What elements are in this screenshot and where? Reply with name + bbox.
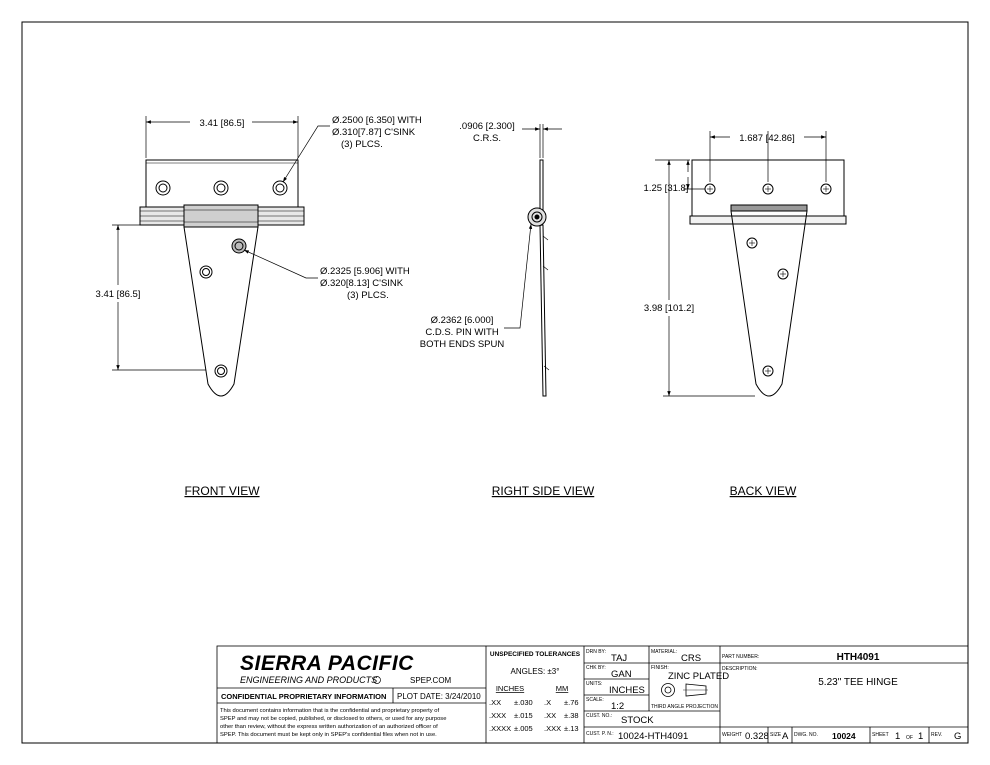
front-note-top: Ø.2500 [6.350] WITH Ø.310[7.87] C'SINK (… (332, 115, 422, 150)
svg-text:5.23" TEE HINGE: 5.23" TEE HINGE (818, 677, 898, 688)
svg-text:TAJ: TAJ (611, 653, 627, 664)
front-view-title: FRONT VIEW (184, 484, 260, 498)
back-leaf-dim: 1.25 [31.8] (644, 183, 689, 194)
svg-text:A: A (782, 731, 789, 742)
svg-text:CUST. P. N.:: CUST. P. N.: (586, 731, 614, 737)
svg-text:±.015: ±.015 (514, 711, 533, 720)
svg-text:REV.: REV. (931, 732, 942, 738)
svg-text:Ø.2500 [6.350] WITH: Ø.2500 [6.350] WITH (332, 115, 422, 126)
svg-text:CUST. NO.:: CUST. NO.: (586, 713, 612, 719)
tolerances-rows: .XX ±.030 .X ±.76 .XXX ±.015 .XX ±.38 .X… (489, 698, 579, 733)
svg-text:.XXX: .XXX (544, 724, 561, 733)
svg-text:GAN: GAN (611, 669, 632, 680)
svg-text:±.005: ±.005 (514, 724, 533, 733)
svg-text:C.D.S. PIN WITH: C.D.S. PIN WITH (425, 327, 499, 338)
svg-text:C.R.S.: C.R.S. (473, 133, 501, 144)
svg-text:±.76: ±.76 (564, 698, 579, 707)
back-view (655, 131, 847, 397)
svg-text:CRS: CRS (681, 653, 701, 664)
svg-text:SPEP. This document must be ke: SPEP. This document must be kept only in… (220, 732, 437, 738)
svg-text:1:2: 1:2 (611, 701, 624, 712)
front-view (112, 116, 330, 397)
svg-text:MATERIAL:: MATERIAL: (651, 649, 677, 655)
svg-text:other than review, without the: other than review, without the express w… (220, 724, 438, 730)
svg-text:WEIGHT: WEIGHT (722, 732, 742, 738)
svg-text:±.030: ±.030 (514, 698, 533, 707)
svg-text:.XX: .XX (489, 698, 501, 707)
title-block (216, 645, 969, 744)
svg-text:THIRD ANGLE PROJECTION: THIRD ANGLE PROJECTION (651, 704, 718, 710)
svg-text:CHK BY:: CHK BY: (586, 665, 606, 671)
svg-text:10024: 10024 (832, 731, 856, 741)
svg-text:PART NUMBER:: PART NUMBER: (722, 654, 759, 660)
plot-date: PLOT DATE: 3/24/2010 (397, 692, 481, 701)
side-thickness-dim: .0906 [2.300] C.R.S. (459, 121, 514, 144)
svg-text:10024-HTH4091: 10024-HTH4091 (618, 731, 688, 742)
back-hole-spacing-dim: 1.687 [42.86] (739, 133, 794, 144)
svg-text:Ø.2362 [6.000]: Ø.2362 [6.000] (431, 315, 494, 326)
svg-text:This document contains informa: This document contains information that … (220, 708, 440, 714)
svg-text:±.38: ±.38 (564, 711, 579, 720)
svg-text:(3) PLCS.: (3) PLCS. (347, 290, 389, 301)
svg-text:±.13: ±.13 (564, 724, 579, 733)
company-subtitle: ENGINEERING AND PRODUCTS (240, 675, 377, 685)
svg-text:0.328: 0.328 (745, 731, 769, 742)
tolerances-heading: UNSPECIFIED TOLERANCES (490, 651, 581, 658)
svg-text:.XX: .XX (544, 711, 556, 720)
svg-text:.X: .X (544, 698, 551, 707)
svg-text:SHEET: SHEET (872, 732, 889, 738)
svg-text:.XXXX: .XXXX (489, 724, 511, 733)
svg-text:.0906 [2.300]: .0906 [2.300] (459, 121, 514, 132)
svg-text:1: 1 (918, 731, 923, 742)
front-strap-holes (199, 238, 247, 378)
front-top-holes (155, 180, 288, 196)
svg-text:FINISH:: FINISH: (651, 665, 669, 671)
back-holes (704, 183, 832, 377)
svg-text:BOTH ENDS SPUN: BOTH ENDS SPUN (420, 339, 505, 350)
tolerances-mm-label: MM (556, 684, 569, 693)
right-side-view (504, 124, 562, 397)
svg-text:SIZE: SIZE (770, 732, 782, 738)
svg-text:INCHES: INCHES (609, 685, 645, 696)
svg-text:ZINC PLATED: ZINC PLATED (668, 671, 729, 682)
front-height-dim: 3.41 [86.5] (96, 289, 141, 300)
back-strap (730, 210, 808, 397)
svg-text:Ø.2325 [5.906] WITH: Ø.2325 [5.906] WITH (320, 266, 410, 277)
svg-text:Ø.320[8.13] C'SINK: Ø.320[8.13] C'SINK (320, 278, 404, 289)
confidential-label: CONFIDENTIAL PROPRIETARY INFORMATION (221, 692, 386, 701)
tolerances-inches-label: INCHES (496, 684, 524, 693)
company-name: SIERRA PACIFIC (240, 652, 414, 675)
svg-text:UNITS:: UNITS: (586, 681, 602, 687)
svg-text:HTH4091: HTH4091 (837, 652, 880, 663)
title-fields: DRN BY: TAJ CHK BY: GAN UNITS: INCHES SC… (586, 649, 961, 742)
disclaimer: This document contains information that … (220, 708, 446, 738)
svg-text:DWG. NO.: DWG. NO. (794, 732, 818, 738)
registered-mark (373, 676, 381, 684)
side-top-leaf (539, 159, 544, 211)
svg-text:DRN BY:: DRN BY: (586, 649, 606, 655)
svg-text:DESCRIPTION:: DESCRIPTION: (722, 666, 758, 672)
svg-text:STOCK: STOCK (621, 715, 654, 726)
svg-text:.XXX: .XXX (489, 711, 506, 720)
svg-text:Ø.310[7.87] C'SINK: Ø.310[7.87] C'SINK (332, 127, 416, 138)
tolerances-angles: ANGLES: ±3° (511, 667, 560, 676)
front-note-mid: Ø.2325 [5.906] WITH Ø.320[8.13] C'SINK (… (320, 266, 410, 301)
svg-text:G: G (954, 731, 961, 742)
front-strap (183, 226, 259, 397)
svg-text:SCALE:: SCALE: (586, 697, 604, 703)
side-pin-note: Ø.2362 [6.000] C.D.S. PIN WITH BOTH ENDS… (420, 315, 505, 350)
svg-text:(3) PLCS.: (3) PLCS. (341, 139, 383, 150)
company-website: SPEP.COM (410, 676, 452, 685)
side-strap (539, 224, 547, 397)
front-width-dim: 3.41 [86.5] (200, 118, 245, 129)
back-view-title: BACK VIEW (730, 484, 797, 498)
svg-text:OF: OF (906, 735, 913, 741)
svg-text:1: 1 (895, 731, 900, 742)
svg-text:SPEP and may not be copied, pu: SPEP and may not be copied, published, o… (220, 716, 446, 722)
back-overall-dim: 3.98 [101.2] (644, 303, 694, 314)
side-view-title: RIGHT SIDE VIEW (492, 484, 595, 498)
